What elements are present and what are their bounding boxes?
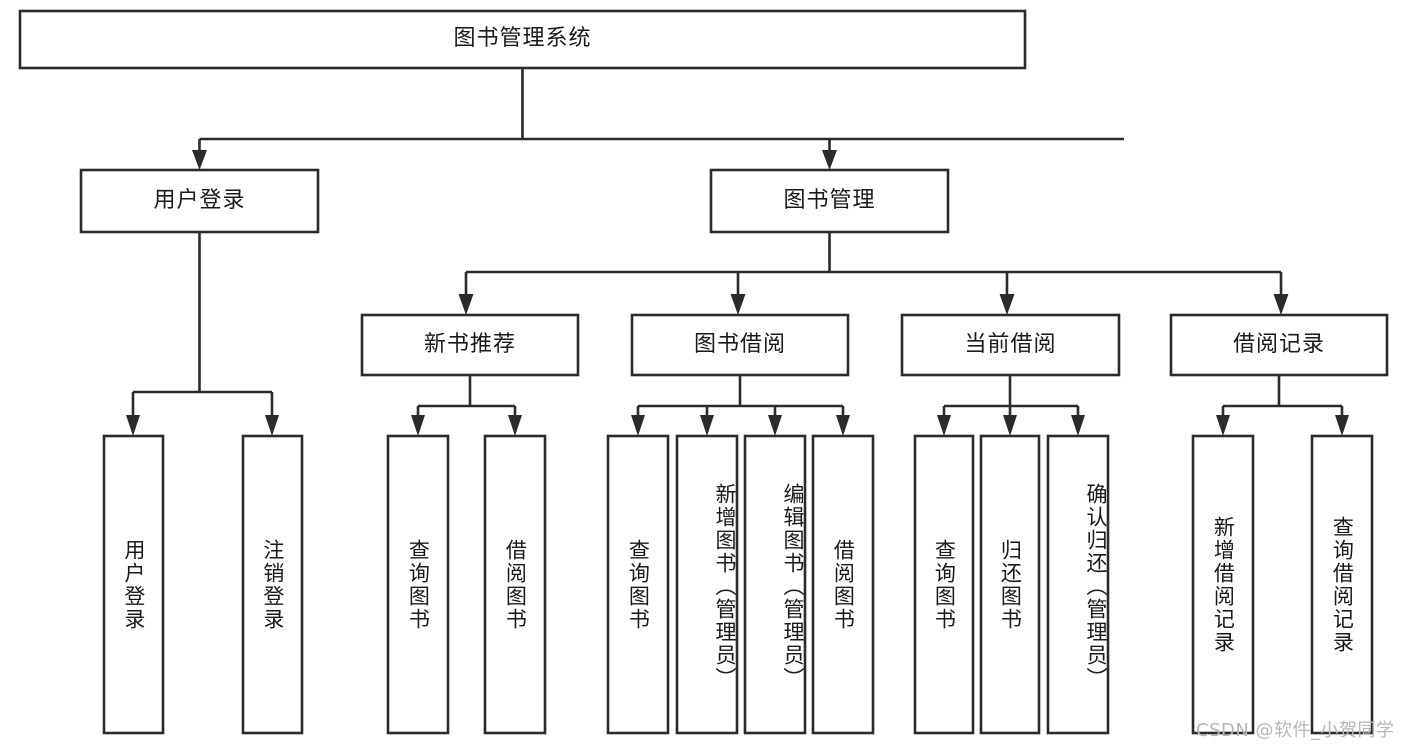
- node-box-book-management[interactable]: [709, 168, 950, 234]
- node-box-leaf-add-book-admin[interactable]: [675, 434, 739, 735]
- node-box-leaf-query-book-3[interactable]: [913, 434, 975, 735]
- arrowhead-leaf-add-book-admin: [700, 415, 714, 436]
- arrowhead-leaf-edit-book-admin: [768, 415, 782, 436]
- arrowhead-leaf-query-borrow-record: [1335, 415, 1349, 436]
- connector-group-current-borrow: [937, 375, 1085, 436]
- connector-group-borrow-records: [1216, 375, 1349, 436]
- node-box-leaf-confirm-return-admin[interactable]: [1046, 434, 1110, 735]
- node-box-leaf-return-book[interactable]: [979, 434, 1041, 735]
- arrowhead-borrow-records: [1273, 294, 1289, 315]
- node-box-book-borrow[interactable]: [630, 313, 850, 377]
- arrowhead-leaf-return-book: [1003, 415, 1017, 436]
- connector-group-book-borrow: [631, 375, 850, 436]
- node-box-new-book-recommend[interactable]: [360, 313, 580, 377]
- arrowhead-leaf-query-book-3: [937, 415, 951, 436]
- arrowhead-leaf-borrow-book-1: [508, 415, 522, 436]
- node-box-leaf-borrow-book-2[interactable]: [811, 434, 875, 735]
- node-box-current-borrow[interactable]: [900, 313, 1121, 377]
- connector-group-root: [192, 68, 1124, 170]
- node-box-leaf-query-book-2[interactable]: [606, 434, 670, 735]
- node-box-leaf-add-borrow-record[interactable]: [1191, 434, 1255, 735]
- node-box-borrow-records[interactable]: [1169, 313, 1389, 377]
- arrowhead-user-login: [192, 150, 207, 170]
- arrowhead-leaf-query-book-1: [411, 415, 425, 436]
- arrowhead-book-borrow: [730, 294, 746, 315]
- arrowhead-leaf-confirm-return-admin: [1071, 415, 1085, 436]
- node-box-leaf-edit-book-admin[interactable]: [743, 434, 807, 735]
- node-box-leaf-user-logout[interactable]: [241, 434, 304, 735]
- connector-group-book-management: [458, 232, 1289, 315]
- arrowhead-leaf-user-login: [126, 415, 140, 436]
- arrowhead-current-borrow: [999, 294, 1015, 315]
- arrowhead-leaf-query-book-2: [631, 415, 645, 436]
- arrowhead-new-book-recommend: [458, 294, 474, 315]
- arrowhead-leaf-add-borrow-record: [1216, 415, 1230, 436]
- node-box-leaf-query-borrow-record[interactable]: [1310, 434, 1374, 735]
- connector-group-new-book-recommend: [411, 375, 522, 436]
- node-box-root[interactable]: [18, 9, 1027, 70]
- node-box-user-login[interactable]: [79, 168, 320, 234]
- connector-group-user-login: [126, 232, 279, 436]
- node-box-leaf-user-login[interactable]: [102, 434, 165, 735]
- arrowhead-leaf-borrow-book-2: [836, 415, 850, 436]
- arrowhead-leaf-user-logout: [265, 415, 279, 436]
- node-box-leaf-borrow-book-1[interactable]: [483, 434, 547, 735]
- csdn-watermark: CSDN @软件_小贺同学: [1196, 720, 1395, 741]
- node-box-leaf-query-book-1[interactable]: [386, 434, 450, 735]
- arrowhead-book-management: [822, 150, 837, 170]
